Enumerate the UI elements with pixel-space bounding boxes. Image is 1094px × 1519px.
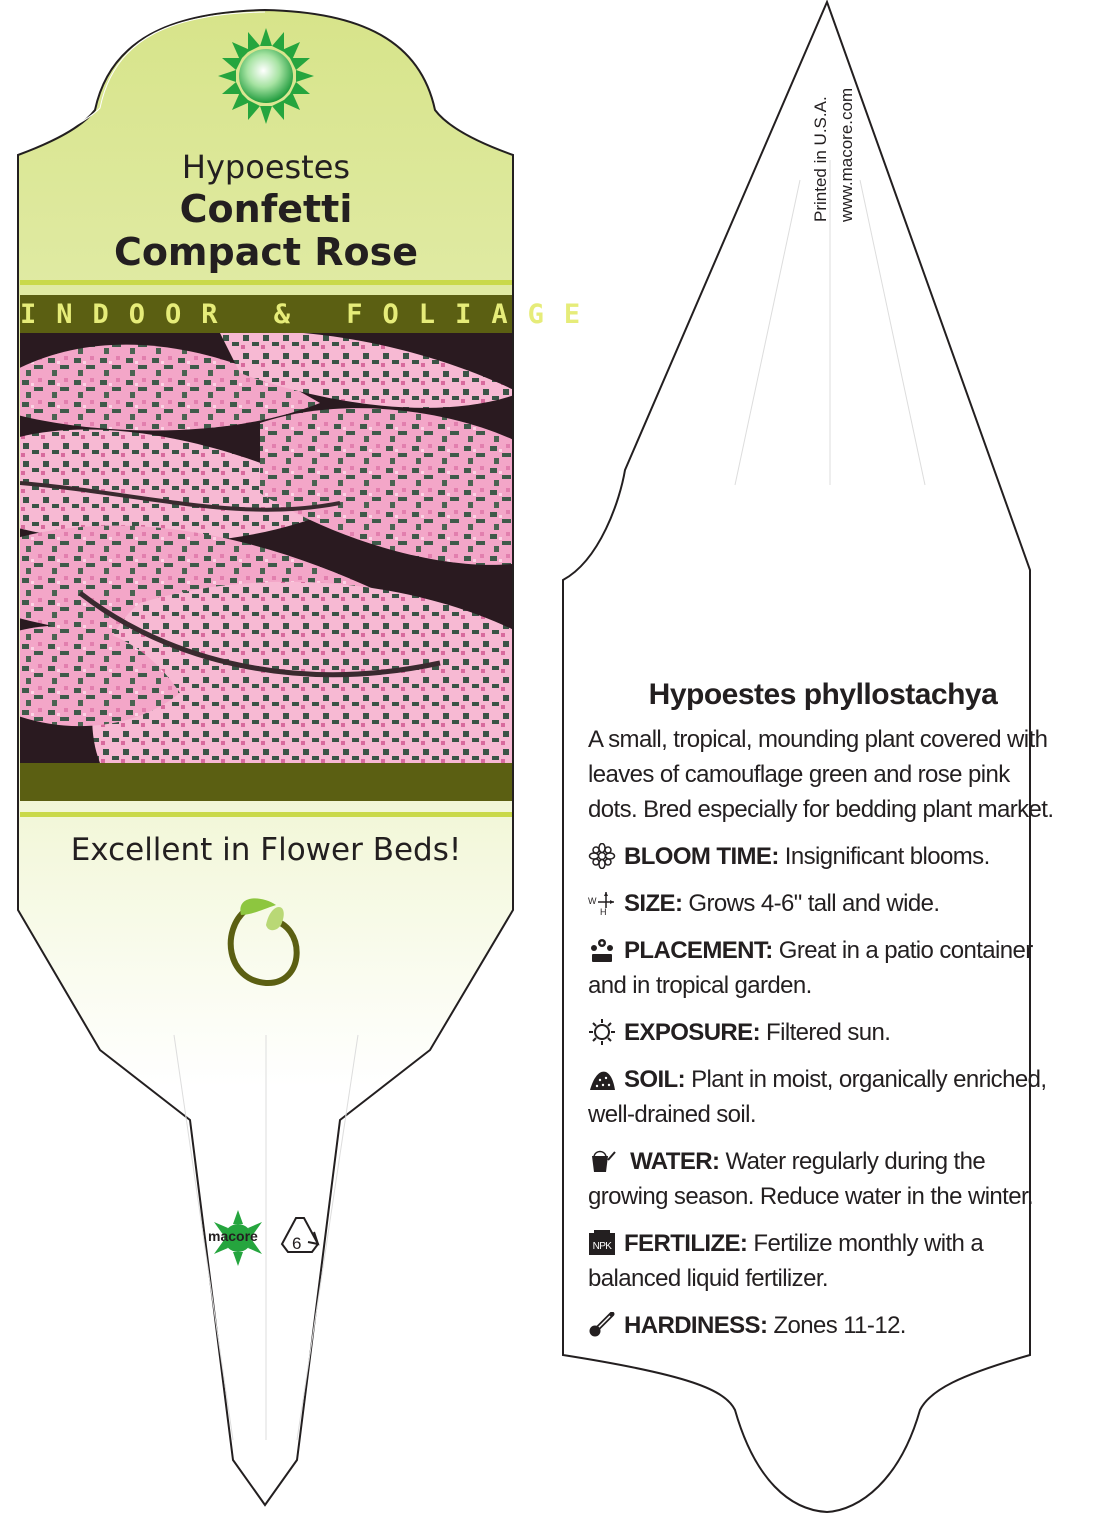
- item-label: EXPOSURE:: [624, 1019, 761, 1046]
- watering-can-icon: [592, 1150, 616, 1172]
- placement-icon: [591, 939, 613, 962]
- plant-photo: [20, 333, 512, 763]
- macore-small-logo: [214, 1210, 262, 1266]
- npk-icon: NPK: [589, 1230, 615, 1255]
- printed-in: Printed in U.S.A.: [811, 96, 830, 222]
- item-text: Filtered sun.: [766, 1019, 891, 1046]
- green-bar: [20, 763, 512, 801]
- sun-icon: [589, 1019, 615, 1045]
- thermometer-icon: [589, 1312, 615, 1337]
- size-item: W H SIZE: Grows 4-6" tall and wide.: [588, 886, 1058, 921]
- care-info: Hypoestes phyllostachya A small, tropica…: [588, 678, 1058, 1355]
- item-label: SOIL:: [624, 1066, 686, 1093]
- genus-name: Hypoestes: [181, 148, 351, 186]
- description: A small, tropical, mounding plant covere…: [588, 726, 1054, 823]
- item-text: Water regularly during the growing seaso…: [588, 1148, 1034, 1210]
- recycle-code: 6: [292, 1234, 302, 1253]
- soil-icon: [590, 1071, 615, 1090]
- item-label: FERTILIZE:: [624, 1230, 748, 1257]
- placement-item: PLACEMENT: Great in a patio container an…: [588, 933, 1058, 1003]
- print-info: Printed in U.S.A. www.macore.com: [808, 22, 860, 222]
- svg-text:NPK: NPK: [593, 1241, 613, 1252]
- cultivar-name-line2: Compact Rose: [113, 230, 419, 274]
- cultivar-name-line1: Confetti: [179, 187, 353, 231]
- recycle-icon: [280, 1217, 320, 1253]
- exposure-item: EXPOSURE: Filtered sun.: [588, 1015, 1058, 1050]
- svg-text:W: W: [588, 896, 597, 906]
- size-icon: W H: [588, 892, 614, 916]
- item-text: Grows 4-6" tall and wide.: [688, 890, 940, 917]
- item-text: Zones 11-12.: [773, 1312, 906, 1339]
- item-text: Plant in moist, organically enriched, we…: [588, 1066, 1047, 1128]
- flower-icon: [588, 843, 616, 869]
- leaf-swirl-logo: [227, 898, 300, 987]
- back-tag-shape: [562, 0, 1031, 1514]
- bloom-time-item: BLOOM TIME: Insignificant blooms.: [588, 839, 1058, 874]
- category-banner: INDOOR & FOLIAGE: [20, 295, 580, 333]
- item-label: PLACEMENT:: [624, 937, 773, 964]
- item-label: BLOOM TIME:: [624, 843, 779, 870]
- accent-line-bottom: [20, 812, 512, 817]
- website: www.macore.com: [837, 87, 856, 222]
- brand-name: macore: [208, 1228, 258, 1244]
- item-text: Fertilize monthly with a balanced liquid…: [588, 1230, 984, 1292]
- svg-text:H: H: [600, 907, 606, 916]
- accent-line-top: [20, 280, 512, 285]
- botanical-name: Hypoestes phyllostachya: [648, 678, 998, 711]
- macore-sun-logo: [218, 28, 314, 124]
- item-text: Insignificant blooms.: [784, 843, 990, 870]
- hardiness-item: HARDINESS: Zones 11-12.: [588, 1308, 1058, 1343]
- item-label: SIZE:: [624, 890, 683, 917]
- item-label: WATER:: [630, 1148, 720, 1175]
- fertilize-item: NPK FERTILIZE: Fertilize monthly with a …: [588, 1226, 1058, 1296]
- soil-item: SOIL: Plant in moist, organically enrich…: [588, 1062, 1058, 1132]
- water-item: WATER: Water regularly during the growin…: [588, 1144, 1058, 1214]
- item-label: HARDINESS:: [624, 1312, 768, 1339]
- tagline: Excellent in Flower Beds!: [70, 832, 462, 868]
- item-text: Great in a patio container and in tropic…: [588, 937, 1033, 999]
